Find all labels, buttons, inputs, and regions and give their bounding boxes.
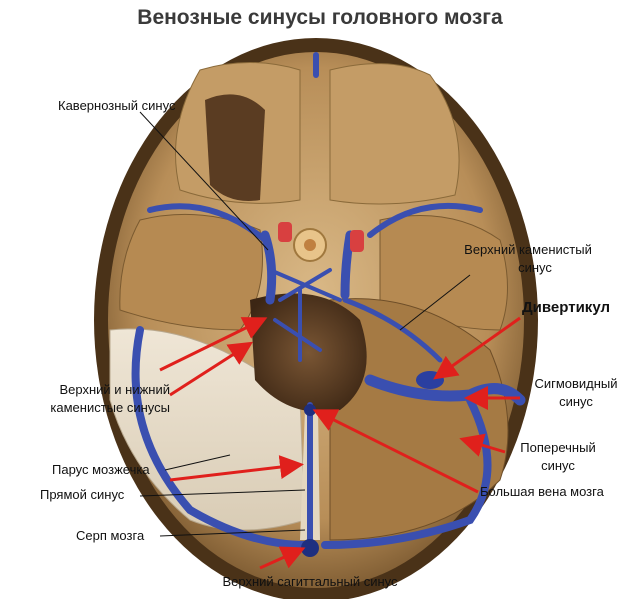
label-sigmoid-2: синус <box>559 394 593 409</box>
label-straight-sinus: Прямой синус <box>40 487 125 502</box>
sphenoparietal-sinus-left <box>147 203 268 243</box>
leader-cavernous <box>139 111 269 251</box>
cavernous-sinus-right <box>340 230 355 300</box>
label-petrosal-sinuses-2: каменистые синусы <box>50 400 170 415</box>
middle-fossa-left <box>119 213 263 331</box>
label-superior-petrosal-2: синус <box>518 260 552 275</box>
arrow-petrosal-upper <box>159 317 268 372</box>
arrow-diverticulum <box>433 316 521 380</box>
leader-superior-petrosal <box>399 274 471 331</box>
label-diverticulum: Дивертикул <box>522 299 610 316</box>
great-cerebral-vein <box>304 404 316 416</box>
sphenoparietal-sinus-right <box>367 202 483 238</box>
leader-tentorium <box>164 454 231 471</box>
confluence-of-sinuses <box>301 539 319 557</box>
arrow-transverse <box>459 433 506 457</box>
diagram-title: Венозные синусы головного мозга <box>137 6 503 29</box>
cavernous-sinus-left <box>260 230 277 305</box>
superior-petrosal-sinus-right <box>342 297 443 363</box>
carotid-artery-right <box>350 230 364 252</box>
label-transverse-2: синус <box>541 458 575 473</box>
arrow-sagittal <box>259 546 306 570</box>
pointer-arrows <box>159 316 521 570</box>
leader-straight <box>139 489 306 497</box>
label-superior-sagittal-sinus: Верхний сагиттальный синус <box>222 574 398 589</box>
leader-lines <box>139 111 471 537</box>
label-sigmoid-1: Сигмовидный <box>534 376 618 391</box>
arrow-tentorium <box>169 455 304 482</box>
arrow-petrosal-lower <box>169 341 254 397</box>
label-falx-cerebri: Серп мозга <box>76 528 145 543</box>
pituitary-stalk <box>304 239 316 251</box>
orbit-opening-left <box>205 94 265 201</box>
anterior-fossa-right <box>329 63 460 205</box>
label-petrosal-sinuses-1: Верхний и нижний <box>59 382 170 397</box>
transverse-sinus-left <box>131 326 309 549</box>
label-great-cerebral-vein: Большая вена мозга <box>480 484 604 499</box>
basilar-plexus <box>268 268 342 362</box>
label-transverse-1: Поперечный <box>520 440 596 455</box>
carotid-artery-left <box>278 222 292 242</box>
label-superior-petrosal-1: Верхний каменистый <box>464 242 592 257</box>
leader-falx <box>159 529 306 537</box>
arrow-great-vein <box>312 409 479 494</box>
label-tentorium: Парус мозжечка <box>52 462 150 477</box>
label-cavernous-sinus: Кавернозный синус <box>58 98 176 113</box>
